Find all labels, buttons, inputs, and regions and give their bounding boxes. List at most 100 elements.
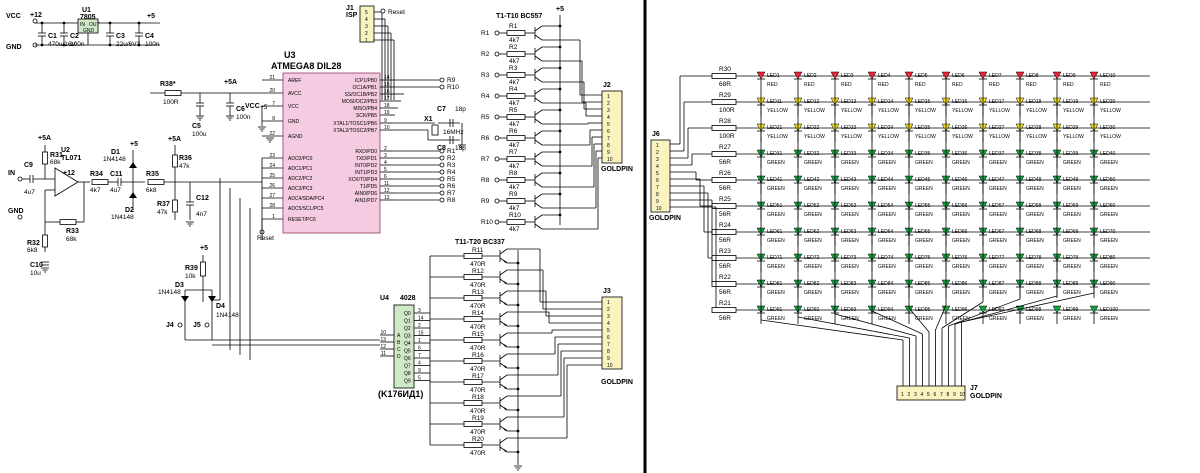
transistor-collector bbox=[534, 172, 543, 179]
d1-ref: D1 bbox=[111, 149, 120, 156]
transistor-collector bbox=[534, 109, 543, 116]
junction-dot bbox=[558, 45, 562, 49]
mcu-pin-name: ADC5/SCL/PC5 bbox=[288, 206, 324, 212]
led-ref: LED46 bbox=[952, 177, 968, 183]
terminal-circle bbox=[439, 155, 445, 161]
mcu-pin-number: 22 bbox=[269, 131, 275, 137]
row-limit-resistor bbox=[711, 151, 737, 157]
led-color-label: GREEN bbox=[804, 212, 822, 218]
led-color-label: GREEN bbox=[878, 186, 896, 192]
led-color-label: GREEN bbox=[915, 316, 933, 322]
j7-ref: J7 bbox=[970, 385, 978, 392]
resistor-r39 bbox=[200, 261, 206, 277]
col-resistor bbox=[463, 253, 483, 259]
led-ref: LED42 bbox=[804, 177, 820, 183]
j7-pin-number: 5 bbox=[927, 392, 930, 398]
terminal-circle bbox=[494, 198, 500, 204]
u4-output-pin: 3 bbox=[418, 308, 421, 314]
decoder-4028 bbox=[393, 304, 415, 389]
row-resistor-value: 4k7 bbox=[509, 163, 520, 170]
row-limit-resistor bbox=[711, 125, 737, 131]
terminal-circle bbox=[439, 176, 445, 182]
col-resistor-value: 470R bbox=[470, 282, 486, 289]
led-ref: LED47 bbox=[989, 177, 1005, 183]
led-color-label: YELLOW bbox=[989, 108, 1010, 114]
mcu-pin-number: 13 bbox=[384, 195, 390, 201]
row-resistor-ref: R30 bbox=[719, 66, 731, 73]
led-color-label: GREEN bbox=[1063, 316, 1081, 322]
led-ref: LED1 bbox=[767, 73, 780, 79]
led-ref: LED67 bbox=[989, 229, 1005, 235]
led-ref: LED58 bbox=[1026, 203, 1042, 209]
mcu-pin-number: 16 bbox=[384, 89, 390, 95]
terminal-circle bbox=[439, 84, 445, 90]
col-resistor-ref: R13 bbox=[472, 289, 484, 296]
mcu-pin-name: INT0/PD2 bbox=[355, 163, 377, 169]
u4-output-name: Q0 bbox=[404, 311, 411, 317]
led-ref: LED100 bbox=[1100, 307, 1118, 313]
col-resistor-value: 470R bbox=[470, 345, 486, 352]
led-color-label: YELLOW bbox=[767, 134, 788, 140]
mcu-pin-number: 11 bbox=[384, 181, 389, 187]
led-ref: LED37 bbox=[989, 151, 1005, 157]
terminal-circle bbox=[32, 18, 38, 24]
d1-value: 1N4148 bbox=[103, 156, 126, 163]
led-color-label: RED bbox=[1063, 82, 1074, 88]
mcu-pin-number: 4 bbox=[384, 160, 387, 166]
row-net-label: R9 bbox=[481, 198, 490, 205]
row-net-label: R8 bbox=[481, 177, 490, 184]
led-color-label: GREEN bbox=[767, 160, 785, 166]
row-resistor bbox=[506, 198, 526, 204]
led-ref: LED20 bbox=[1100, 99, 1116, 105]
c7-value: 18p bbox=[455, 106, 466, 113]
led-ref: LED79 bbox=[1063, 255, 1079, 261]
cap-value: 22u/6V3 bbox=[116, 41, 141, 48]
gnd-label: GND bbox=[6, 44, 22, 51]
j6-pin-number: 2 bbox=[656, 150, 659, 156]
junction-dot bbox=[558, 87, 562, 91]
row-net-label: R1 bbox=[481, 30, 490, 37]
r37-ref: R37 bbox=[157, 201, 170, 208]
mcu-net-label: R4 bbox=[447, 169, 456, 176]
c6-value: 100n bbox=[236, 114, 251, 121]
led-symbol bbox=[1052, 305, 1062, 314]
led-ref: LED97 bbox=[989, 307, 1005, 313]
led-color-label: YELLOW bbox=[1063, 134, 1084, 140]
mcu-pin-name: ADC4/SDA/PC4 bbox=[288, 196, 324, 202]
col-resistor-ref: R12 bbox=[472, 268, 484, 275]
junction-dot bbox=[516, 303, 520, 307]
led-color-label: RED bbox=[767, 82, 778, 88]
mcu-reset-label: Reset bbox=[257, 235, 274, 242]
led-ref: LED17 bbox=[989, 99, 1005, 105]
junction-dot bbox=[558, 24, 562, 28]
led-color-label: GREEN bbox=[767, 212, 785, 218]
led-ref: LED69 bbox=[1063, 229, 1079, 235]
u4-alt-part: (K176ИД1) bbox=[378, 389, 423, 399]
led-color-label: YELLOW bbox=[804, 108, 825, 114]
opamp-supply: +12 bbox=[63, 170, 75, 177]
row-resistor-value: 56R bbox=[719, 185, 731, 192]
column-fanout bbox=[935, 304, 947, 331]
row-resistor-value: 4k7 bbox=[509, 121, 520, 128]
led-ref: LED25 bbox=[915, 125, 931, 131]
mcu-pin-name: GND bbox=[288, 119, 300, 125]
row-resistor bbox=[506, 114, 526, 120]
junction-dot bbox=[516, 429, 520, 433]
led-ref: LED64 bbox=[878, 229, 894, 235]
led-ref: LED35 bbox=[915, 151, 931, 157]
isp-connector bbox=[359, 5, 375, 43]
transistor-arrow bbox=[504, 386, 507, 389]
row-resistor-ref: R1 bbox=[509, 23, 518, 30]
row-resistor-value: 4k7 bbox=[509, 184, 520, 191]
transistor-collector bbox=[534, 25, 543, 32]
j3-type: GOLDPIN bbox=[601, 379, 633, 386]
led-ref: LED12 bbox=[804, 99, 820, 105]
j7-type: GOLDPIN bbox=[970, 393, 1002, 400]
led-color-label: GREEN bbox=[1026, 186, 1044, 192]
row-resistor-value: 100R bbox=[719, 107, 735, 114]
plus5a-bias-label: +5A bbox=[168, 136, 181, 143]
